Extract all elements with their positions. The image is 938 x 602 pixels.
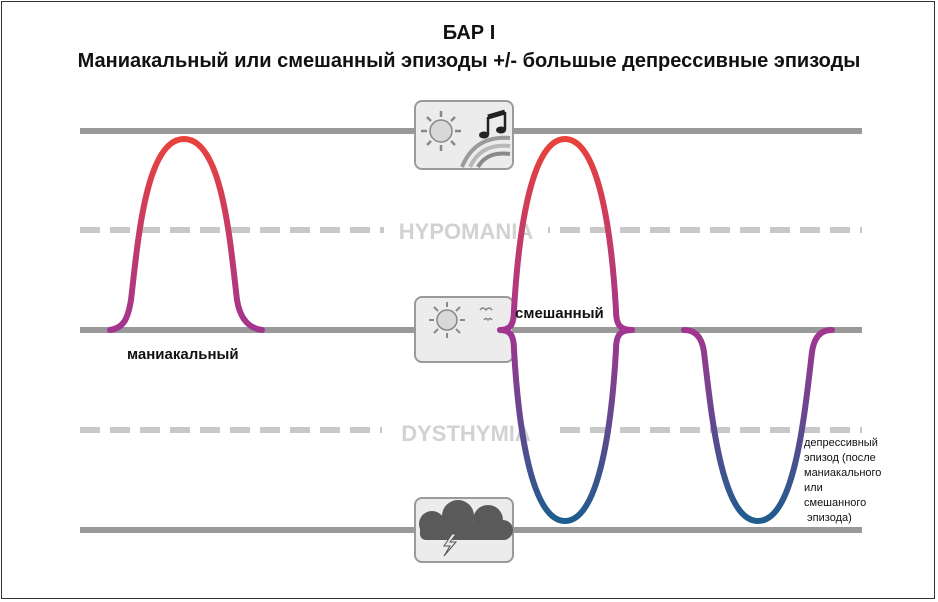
sun-music-rainbow-icon xyxy=(414,100,514,170)
depressive-label-line: эпизод (после xyxy=(804,452,876,464)
hypomania-label: HYPOMANIA xyxy=(399,219,534,244)
depressive-label-line: смешанного xyxy=(804,497,867,509)
mixed-episode-down-curve xyxy=(497,327,635,525)
diagram-title: БАР I xyxy=(442,22,496,44)
mixed-episode-up-curve xyxy=(497,135,635,333)
manic-episode-label: маниакальный xyxy=(127,346,239,363)
sun-clouds-birds-icon xyxy=(414,296,514,363)
depressive-episode-label: депрессивный эпизод (после маниакального… xyxy=(804,436,914,526)
manic-episode-curve xyxy=(107,135,265,333)
diagram-subtitle: Маниакальный или смешанный эпизоды +/- б… xyxy=(77,50,861,72)
depressive-label-line: маниакального xyxy=(804,467,882,479)
mixed-episode-label: смешанный xyxy=(515,305,604,322)
depressive-episode-curve xyxy=(681,327,835,525)
storm-cloud-lightning-icon xyxy=(414,497,514,563)
depressive-label-line: депрессивный xyxy=(804,437,878,449)
depressive-label-line: эпизода) xyxy=(804,512,852,524)
dysthymia-label: DYSTHYMIA xyxy=(401,421,531,446)
depressive-label-line: или xyxy=(804,482,823,494)
